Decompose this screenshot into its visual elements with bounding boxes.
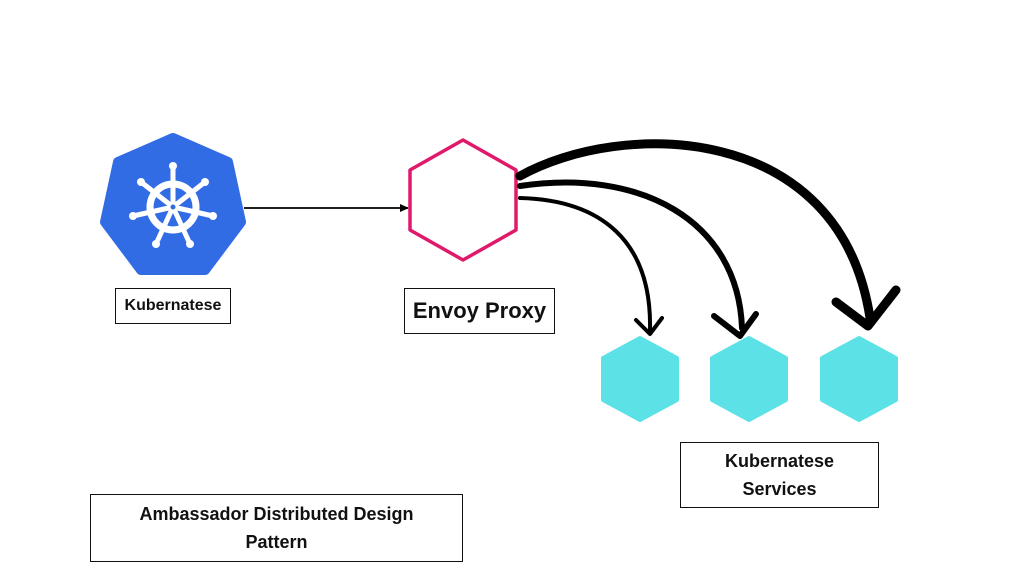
envoy-proxy-label-text: Envoy Proxy	[412, 298, 547, 323]
kubernetes-label: Kubernatese	[115, 288, 231, 324]
pattern-caption-line2: Pattern	[245, 532, 308, 552]
service-hexagon-3	[820, 336, 898, 422]
envoy-proxy-hexagon	[408, 138, 518, 262]
kubernetes-label-text: Kubernatese	[124, 297, 222, 314]
envoy-proxy-label: Envoy Proxy	[404, 288, 555, 334]
envoy-to-service-3-arrow	[515, 139, 901, 331]
services-label-line1: Kubernatese	[724, 451, 835, 471]
service-hexagon-2	[710, 336, 788, 422]
service-hexagon-1	[601, 336, 679, 422]
services-label-line2: Services	[742, 479, 817, 499]
kubernetes-services-label: Kubernatese Services	[680, 442, 879, 508]
pattern-caption: Ambassador Distributed Design Pattern	[90, 494, 463, 562]
envoy-to-service-1-arrow	[518, 196, 664, 336]
kubernetes-logo-icon	[100, 133, 246, 275]
pattern-caption-line1: Ambassador Distributed Design	[139, 504, 414, 524]
envoy-to-service-2-arrow	[517, 179, 759, 339]
